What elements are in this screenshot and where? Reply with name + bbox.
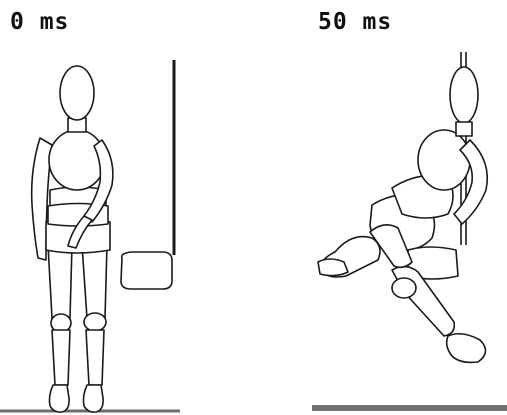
left-thigh bbox=[48, 245, 72, 318]
impacted-dummy bbox=[312, 52, 507, 408]
right-knee bbox=[84, 313, 106, 331]
chest-tilted bbox=[418, 130, 470, 190]
head-tilted bbox=[450, 67, 478, 123]
right-foot bbox=[83, 385, 103, 412]
standing-dummy bbox=[0, 60, 180, 412]
chest bbox=[49, 130, 105, 190]
right-knee-tilted bbox=[392, 278, 416, 298]
neck-tilted bbox=[456, 122, 472, 136]
left-foot-swept bbox=[318, 259, 348, 276]
head bbox=[60, 66, 94, 120]
right-thigh bbox=[82, 245, 107, 318]
right-foot-tilted bbox=[447, 334, 486, 363]
pendulum-impactor-0ms bbox=[121, 252, 172, 289]
left-foot bbox=[49, 385, 69, 412]
right-shin bbox=[86, 330, 104, 385]
left-shin bbox=[52, 330, 70, 385]
